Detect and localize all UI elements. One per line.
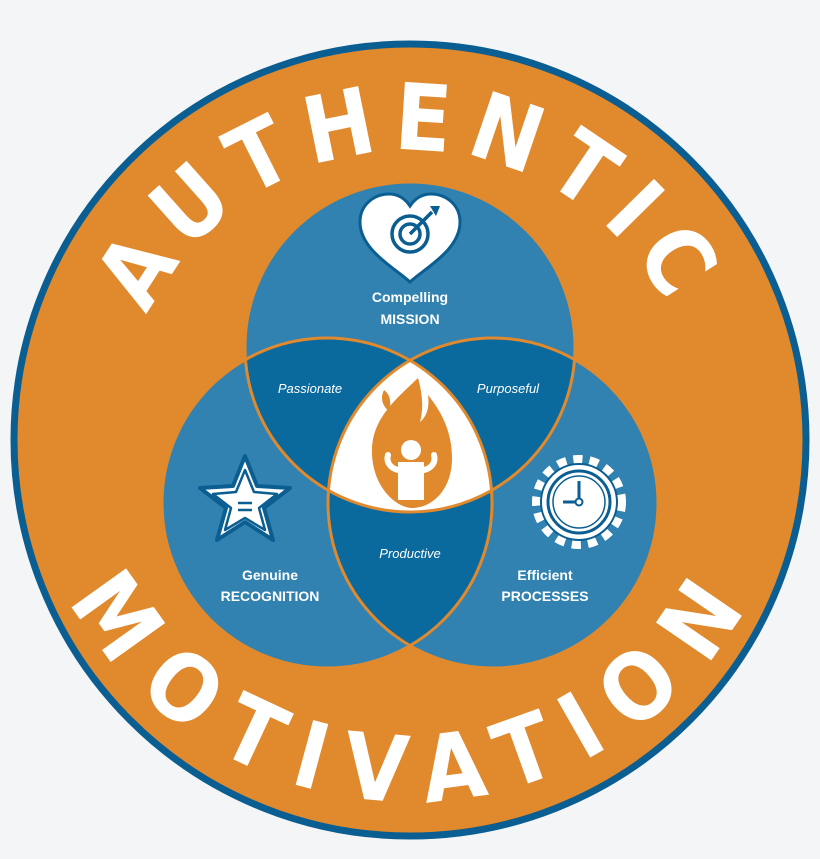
gear-clock-icon <box>532 455 626 549</box>
label-mission: MISSION <box>380 311 439 327</box>
outline-right <box>326 336 660 670</box>
label-recognition: RECOGNITION <box>221 588 320 604</box>
outline-left <box>160 336 494 670</box>
heart-target-icon <box>358 192 462 285</box>
flame-person-icon <box>371 378 452 508</box>
overlap-label-passionate: Passionate <box>278 381 342 396</box>
label-efficient: Efficient <box>517 567 573 583</box>
overlap-label-purposeful: Purposeful <box>477 381 540 396</box>
label-genuine: Genuine <box>242 567 298 583</box>
label-processes: PROCESSES <box>501 588 588 604</box>
overlap-label-productive: Productive <box>379 546 440 561</box>
star-icon <box>198 454 292 542</box>
label-compelling: Compelling <box>372 289 448 305</box>
outline-top <box>243 180 577 514</box>
